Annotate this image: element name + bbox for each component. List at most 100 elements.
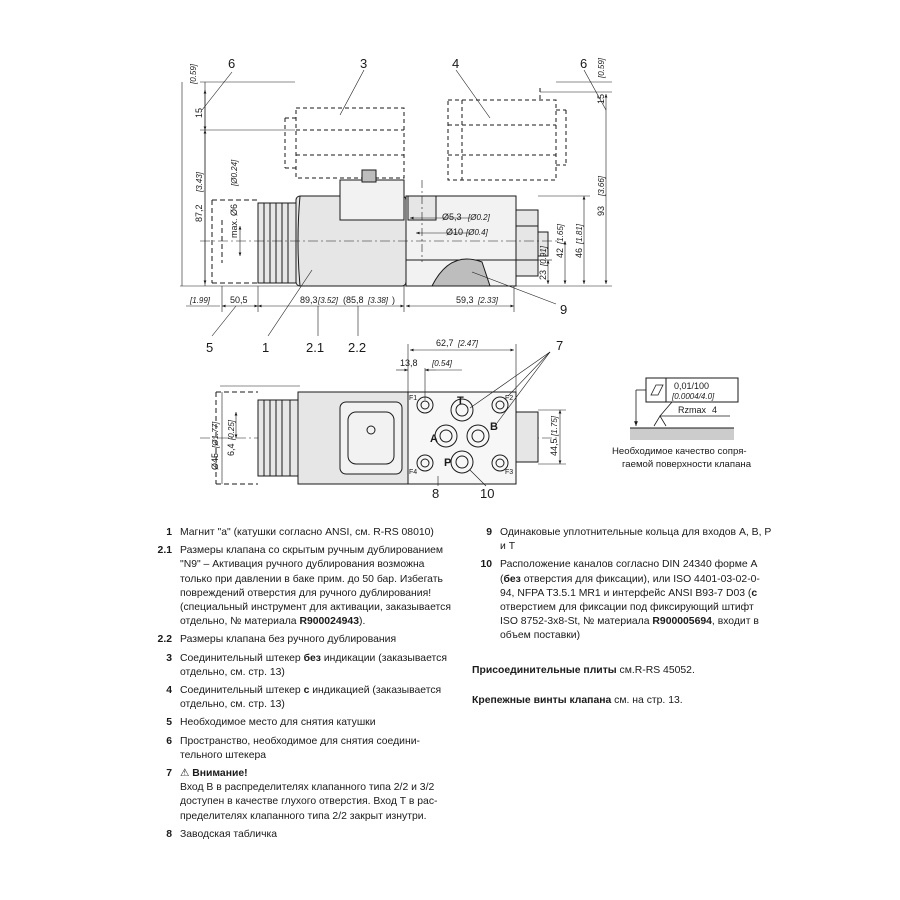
legend-item-10: 10 Расположение каналов согласно DIN 243… [480,559,760,642]
dim-445: 44,5 [549,438,559,456]
dim-024: [Ø0.24] [230,159,239,187]
dim-138: 13,8 [400,358,418,368]
callout-5: 5 [206,340,213,355]
rz-value: 4 [712,405,717,415]
callout-10: 10 [480,486,494,501]
warning-icon: ⚠ [180,768,190,780]
flatness-value-inch: [0.0004/4.0] [671,392,715,401]
dim-53-inch: [Ø0.2] [467,213,491,222]
dim-025: [0.25] [227,419,236,441]
dim-593: 59,3 [456,295,474,305]
dim-893: 89,3 [300,295,318,305]
port-a-label: A [430,433,438,445]
hole-f2-label: F2 [505,395,513,402]
note-mounting-screws: Крепежные винты клапана см. на стр. 13. [472,694,683,706]
coil-removal-space [211,199,258,284]
legend-left: 1 Магнит "a" (катушки согласно ANSI, см.… [152,526,456,846]
legend-item-2-2: 2.2 Размеры клапана без ручного дублиров… [157,634,397,646]
note-subplates: Присоединительные плиты см.R-RS 45052. [472,664,695,676]
callout-1: 1 [262,340,269,355]
dimension-labels: [0.59] 15 87,2 [3.43] max. Ø6 [Ø0.24] [0… [189,57,606,470]
legend-item-1: 1 Магнит "a" (катушки согласно ANSI, см.… [166,527,434,538]
hole-f4-label: F4 [409,469,417,476]
dim-175: [1.75] [550,415,559,437]
dim-338: [3.38] [367,296,389,305]
legend-item-6: 6 Пространство, необходимое для снятия с… [166,735,420,761]
dim-177: [Ø1.77] [211,421,220,449]
surface-caption-line1: Необходимое качество сопря- [612,446,747,457]
dim-53: Ø5,3 [442,212,462,222]
dim-46: 46 [574,248,584,258]
dim-872: 87,2 [194,204,204,222]
mount-hole-f4 [416,454,434,472]
flatness-value: 0,01/100 [674,381,709,391]
dim-10-inch: [Ø0.4] [465,228,489,237]
dim-23: 23 [538,270,548,280]
legend-right: 9 Одинаковые уплотнительные кольца для в… [472,526,772,708]
port-a [434,424,458,448]
dim-352: [3.52] [317,296,339,305]
callout-8: 8 [432,486,439,501]
legend-item-7: 7 ⚠ Внимание! Вход B в распределителях к… [166,768,438,822]
legend-item-3: 3 Соединительный штекер без индикации (з… [166,652,447,678]
connector-plug-4-outline [447,88,567,181]
valve-interface [407,391,517,485]
hole-f1-label: F1 [409,395,417,402]
port-labels: T A B P F1 F2 F3 F4 [409,395,513,476]
dim-max6: max. Ø6 [229,204,239,238]
surface-caption-line2: гаемой поверхности клапана [622,459,752,470]
dim-858-close: ) [392,295,395,305]
dim-247: [2.47] [457,339,479,348]
rz-label: Rzmax [678,405,707,415]
port-t [450,398,474,422]
dim-627: 62,7 [436,338,454,348]
surface-quality-symbol [630,377,739,440]
legend-item-9: 9 Одинаковые уплотнительные кольца для в… [486,527,772,553]
dim-64: 6,4 [226,443,236,456]
dim-059-left: [0.59] [189,63,198,85]
legend-item-5: 5 Необходимое место для снятия катушки [166,717,376,729]
coil-nut-top [257,399,299,477]
dim-15-left: 15 [194,108,204,118]
top-view [200,344,566,487]
coil-socket [339,179,405,221]
port-b [466,424,490,448]
dim-10: Ø10 [446,227,463,237]
hole-f3-label: F3 [505,469,513,476]
port-t-label: T [457,395,464,407]
mount-hole-f2 [491,396,509,414]
connector-plug-3-outline [284,107,405,179]
legend-item-4: 4 Соединительный штекер с индикацией (за… [166,685,442,711]
port-p [450,450,474,474]
dim-181: [1.81] [575,223,584,245]
dim-165: [1.65] [556,223,565,245]
dim-93: 93 [596,206,606,216]
technical-drawing: 6 3 4 6 5 1 2.1 2.2 9 7 8 10 [0.59] 15 8… [180,56,752,501]
dim-366: [3.66] [597,175,606,197]
callout-labels: 6 3 4 6 5 1 2.1 2.2 9 7 8 10 [206,56,587,501]
dim-343: [3.43] [195,171,204,193]
side-view [180,69,612,337]
port-b-label: B [490,421,498,433]
dim-054: [0.54] [431,359,453,368]
mount-hole-f3 [491,454,509,472]
callout-4: 4 [452,56,459,71]
callout-7: 7 [556,338,563,353]
dim-059-right: [0.59] [597,57,606,79]
legend-item-2-1: 2.1 Размеры клапана со скрытым ручным ду… [157,545,451,628]
dim-858: (85,8 [343,295,364,305]
port-p-label: P [444,457,451,469]
dim-15-right: 15 [596,94,606,104]
dim-233: [2.33] [477,296,499,305]
callout-9: 9 [560,302,567,317]
surface-labels: 0,01/100 [0.0004/4.0] Rzmax 4 Необходимо… [612,381,752,470]
callout-2-1: 2.1 [306,340,324,355]
callout-6-left: 6 [228,56,235,71]
dim-199: [1.99] [189,296,211,305]
legend-item-8: 8 Заводская табличка [166,828,278,840]
valve-end-cap [515,209,539,277]
callout-2-2: 2.2 [348,340,366,355]
coil-nut [257,202,297,284]
callout-6-right: 6 [580,56,587,71]
dim-505: 50,5 [230,295,248,305]
